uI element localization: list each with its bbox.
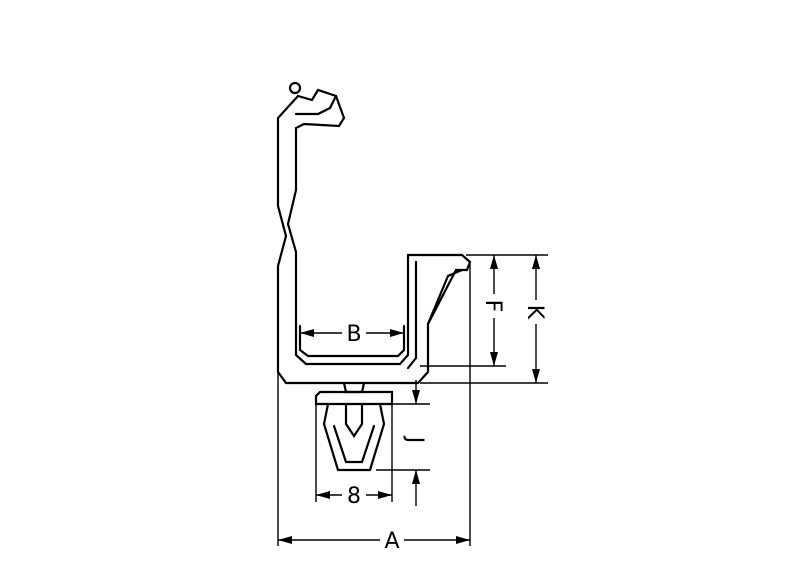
- dimension-8: 8: [316, 483, 392, 509]
- right-lip-slope: [426, 268, 464, 326]
- dim-8-arrow-left: [316, 491, 330, 499]
- dimension-a: A: [278, 528, 470, 554]
- channel-inner-wall: [298, 324, 406, 358]
- latch-knob: [288, 81, 302, 95]
- anchor-center-stem: [344, 402, 364, 438]
- dim-b-arrow-left: [300, 329, 314, 337]
- dimension-j: J: [402, 380, 428, 506]
- anchor-outer-wings: [322, 402, 386, 472]
- dim-b-arrow-right: [390, 329, 404, 337]
- dim-f-arrow-top: [490, 255, 498, 269]
- dim-b-label: B: [346, 322, 361, 347]
- dim-k-arrow-top: [532, 255, 540, 269]
- dim-f-arrow-bottom: [490, 352, 498, 366]
- anchor-flange: [314, 390, 394, 406]
- clip-outer-profile: [276, 88, 472, 385]
- extension-lines: [277, 254, 548, 546]
- dimension-b: B: [300, 321, 404, 347]
- dimension-k: K: [522, 255, 548, 383]
- push-mount-anchor: [314, 381, 394, 472]
- dim-f-label: F: [480, 300, 505, 313]
- hook-inner-lip: [294, 94, 338, 116]
- dim-k-arrow-bottom: [532, 369, 540, 383]
- dim-j-arrow-bottom: [412, 470, 420, 484]
- dimension-f: F: [480, 255, 506, 366]
- dim-j-label: J: [402, 435, 427, 444]
- clip-body: [276, 81, 472, 385]
- dim-8-label: 8: [347, 484, 361, 509]
- anchor-inner-wings: [332, 424, 376, 464]
- dim-a-arrow-left: [278, 536, 292, 544]
- dim-8-arrow-right: [378, 491, 392, 499]
- dim-a-label: A: [384, 529, 399, 554]
- right-wall-inner: [406, 260, 418, 370]
- dim-j-arrow-top: [412, 390, 420, 404]
- dim-k-label: K: [522, 305, 547, 320]
- dim-a-arrow-right: [456, 536, 470, 544]
- anchor-neck: [342, 381, 366, 394]
